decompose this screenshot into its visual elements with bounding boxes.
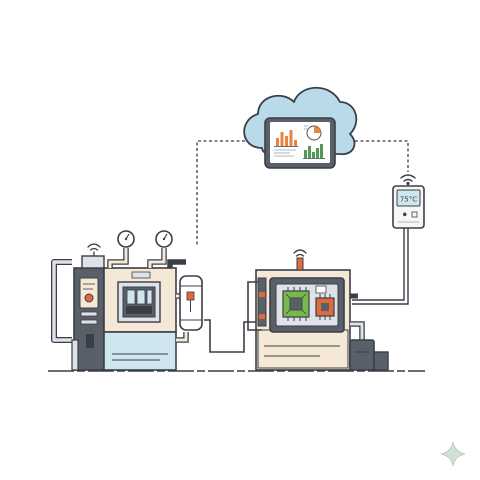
sparkle-icon [440, 441, 466, 467]
right-machine [247, 249, 389, 371]
machine-link-cable [204, 319, 256, 353]
wifi-icon [293, 249, 307, 257]
microchip-icon [315, 294, 335, 320]
dashboard-pie-chart [304, 125, 322, 141]
wifi-icon [400, 174, 416, 186]
sensor-cable [352, 228, 405, 301]
dashboard-bar-chart [274, 130, 298, 157]
left-machine [51, 230, 203, 371]
pressure-gauge-icon [117, 230, 135, 248]
cloud-connectors [196, 140, 409, 246]
wifi-icon [87, 243, 101, 257]
tablet-dashboard-icon [264, 117, 336, 169]
microchip-icon [282, 287, 310, 321]
dashboard-green-bars [303, 144, 325, 159]
pressure-gauge-icon [155, 230, 173, 248]
temperature-sensor: 75°C [392, 174, 425, 229]
sensor-temperature-reading: 75°C [400, 196, 417, 204]
